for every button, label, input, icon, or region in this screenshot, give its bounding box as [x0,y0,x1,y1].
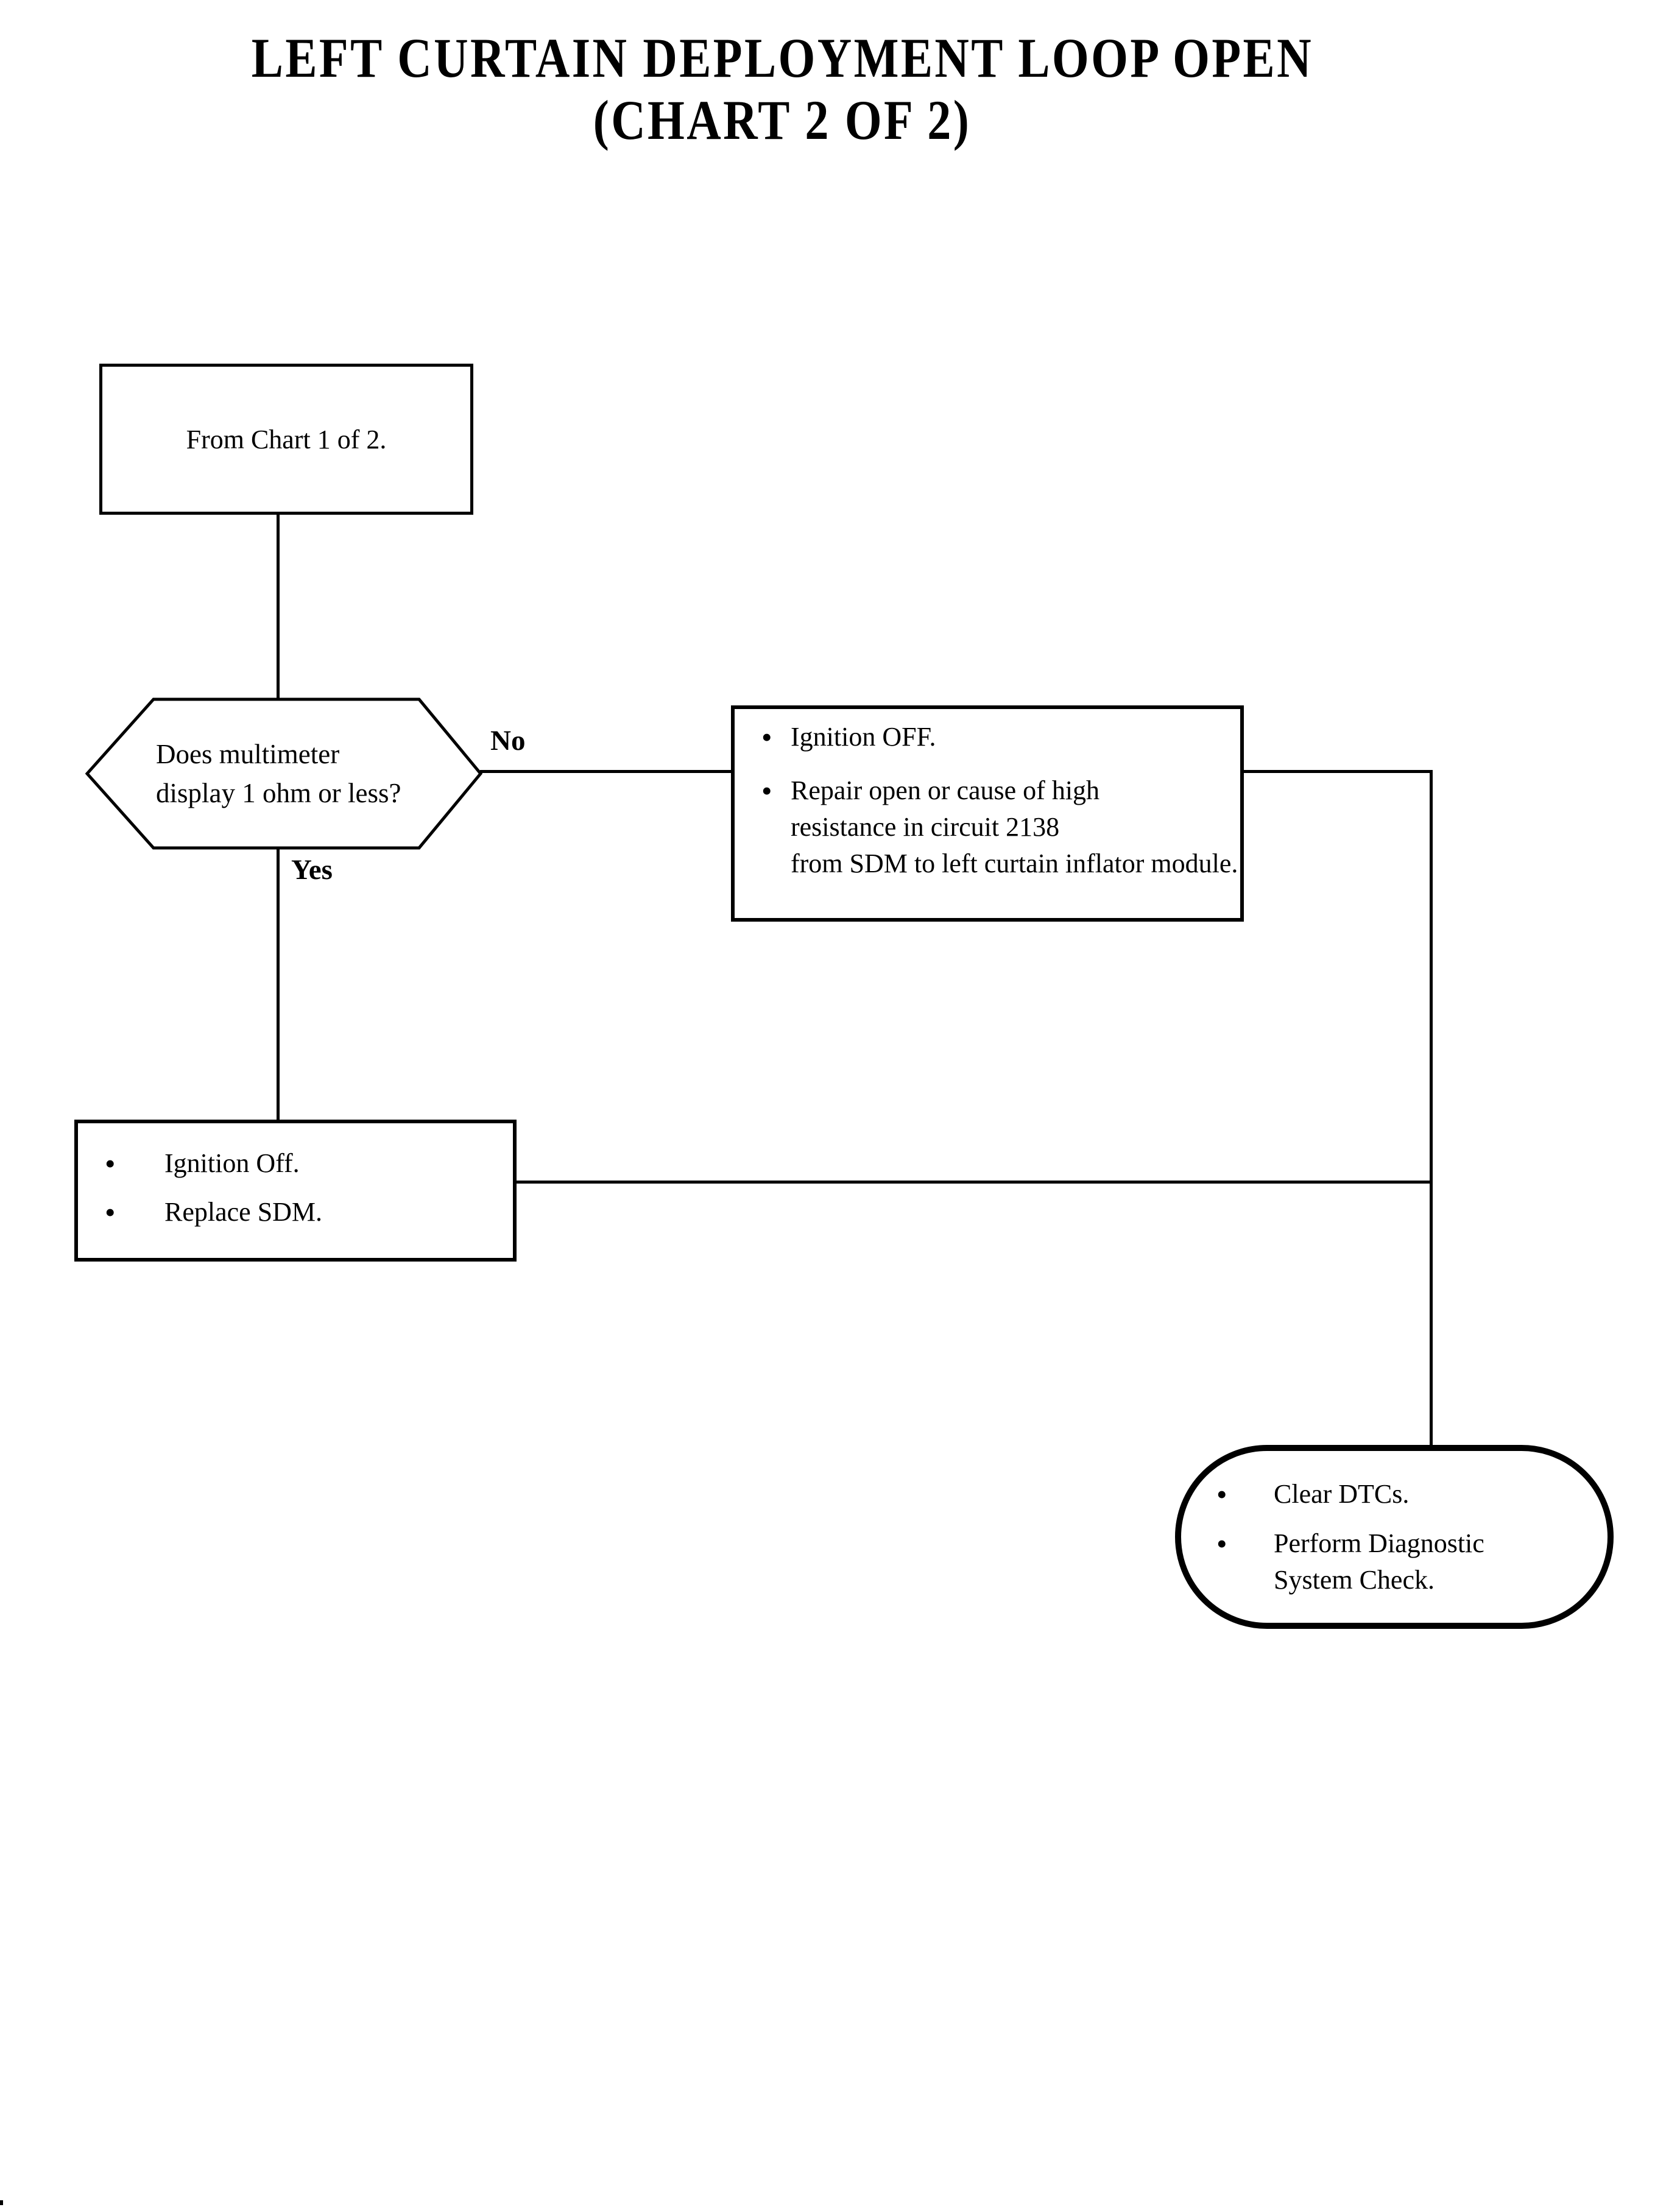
list-item: • Clear DTCs. [1181,1476,1608,1513]
connector-no-box-to-vertical [1244,770,1433,773]
bullet-icon: • [105,1146,116,1181]
decision-text-line1: Does multimeter [156,739,340,769]
list-item-text: Ignition Off. [164,1148,300,1178]
node-no-action: • Ignition OFF. • Repair open or cause o… [731,705,1244,922]
bullet-icon: • [761,774,772,808]
edge-label-no: No [490,725,526,757]
list-item-text: from SDM to left curtain inflator module… [791,849,1238,878]
connector-yes-box-to-vertical [517,1181,1433,1184]
list-item-text: System Check. [1274,1564,1435,1595]
connector-vertical-to-terminator [1430,770,1433,1446]
list-item-text: Ignition OFF. [791,722,936,752]
page-title: LEFT CURTAIN DEPLOYMENT LOOP OPEN (CHART… [0,27,1564,151]
list-item-text: Replace SDM. [164,1197,323,1227]
page-title-line2: (CHART 2 OF 2) [593,89,972,151]
list-item: • Perform Diagnostic System Check. [1181,1525,1608,1598]
node-from-chart-text: From Chart 1 of 2. [186,424,387,454]
list-item: • Repair open or cause of high resistanc… [735,772,1240,882]
node-from-chart: From Chart 1 of 2. [99,364,473,515]
bullet-icon: • [1216,1477,1227,1511]
decision-hexagon-shape [85,697,482,850]
page-title-line1: LEFT CURTAIN DEPLOYMENT LOOP OPEN [251,27,1313,89]
list-item-text: Repair open or cause of high [791,775,1100,805]
bullet-icon: • [761,720,772,754]
list-item: • Ignition OFF. [735,719,1240,755]
edge-label-yes: Yes [291,854,333,886]
connector-decision-to-yes-box [277,847,280,1120]
list-item: • Replace SDM. [78,1194,513,1230]
node-yes-action: • Ignition Off. • Replace SDM. [74,1120,517,1262]
list-item-text: Clear DTCs. [1274,1478,1410,1509]
connector-decision-to-no-box [480,770,733,773]
decision-text-line2: display 1 ohm or less? [156,778,401,808]
list-item-text: Perform Diagnostic [1274,1528,1484,1558]
connector-start-to-decision [277,515,280,699]
bullet-icon: • [1216,1526,1227,1561]
node-end-terminator: • Clear DTCs. • Perform Diagnostic Syste… [1175,1445,1614,1629]
scan-artifact [0,2200,3,2205]
list-item-text: resistance in circuit 2138 [791,812,1060,842]
bullet-icon: • [105,1195,116,1229]
list-item: • Ignition Off. [78,1145,513,1182]
node-decision: Does multimeter display 1 ohm or less? [156,735,401,813]
